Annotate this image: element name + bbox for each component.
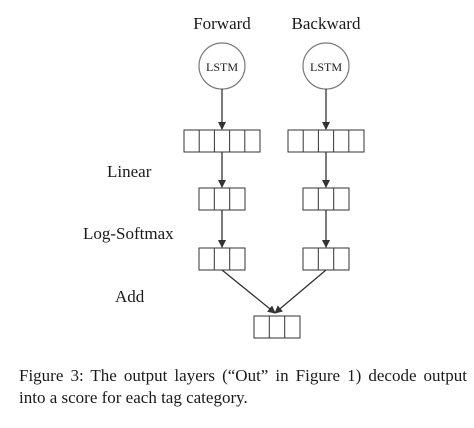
forward-header: Forward: [193, 14, 251, 33]
backward-header: Backward: [292, 14, 361, 33]
figure-caption: Figure 3: The output layers (“Out” in Fi…: [19, 366, 467, 407]
summed-output-vector: [253, 315, 301, 339]
backward-logsoftmax-vector: [302, 247, 350, 271]
forward-lstm-label: LSTM: [206, 60, 238, 74]
backward-linear-vector: [302, 187, 350, 211]
backward-lstm-label: LSTM: [310, 60, 342, 74]
forward-arrow-to-sum: [221, 269, 276, 314]
linear-label: Linear: [107, 162, 152, 181]
log-softmax-label: Log-Softmax: [83, 224, 174, 243]
forward-logsoftmax-vector: [198, 247, 246, 271]
forward-hidden-vector: [183, 129, 261, 153]
output-layers-diagram: Forward Backward LSTM LSTM Linear Log-S: [83, 14, 365, 339]
add-label: Add: [115, 287, 145, 306]
forward-linear-vector: [198, 187, 246, 211]
backward-hidden-vector: [287, 129, 365, 153]
backward-arrow-to-sum: [274, 269, 327, 314]
